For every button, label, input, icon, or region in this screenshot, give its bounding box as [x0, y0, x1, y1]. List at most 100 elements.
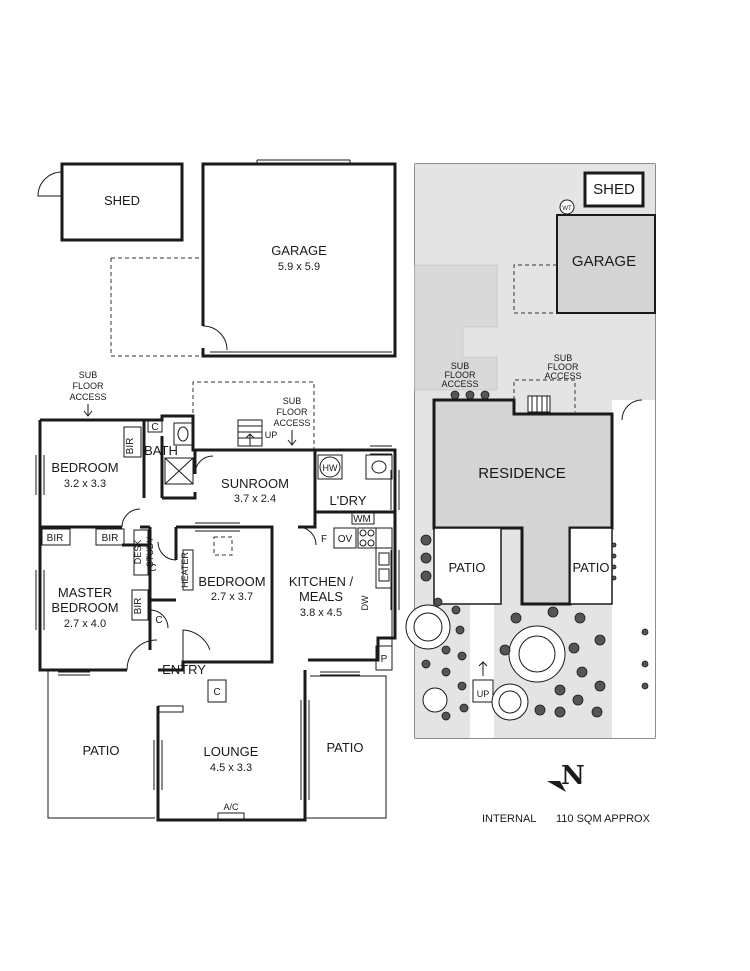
- laundry-label: L'DRY: [330, 493, 367, 508]
- lounge-label: LOUNGE: [204, 744, 259, 759]
- site-subfloor-right-b: FLOOR: [547, 362, 579, 372]
- site-patio-right: [569, 527, 613, 605]
- desk-outline: [133, 529, 149, 576]
- site-garage-label: GARAGE: [572, 253, 636, 270]
- manhole-dashed: [213, 536, 233, 556]
- lounge-dims: 4.5 x 3.3: [210, 762, 252, 774]
- sunroom-steps: [237, 419, 263, 447]
- subfloor-arrow-1: [83, 404, 93, 417]
- shed-outline: [37, 162, 184, 242]
- bedroom1-dims: 3.2 x 3.3: [64, 478, 106, 490]
- closet-label-entry: C: [213, 687, 220, 698]
- windows: [35, 445, 400, 630]
- door-swings: [121, 455, 317, 671]
- sunroom-dims: 3.7 x 2.4: [234, 493, 276, 505]
- patio-left-window: [58, 671, 90, 676]
- site-deck-dashed: [513, 379, 576, 412]
- internal-label: INTERNAL: [482, 813, 536, 825]
- hot-water-label: HW: [323, 463, 338, 473]
- bath-fixtures: [147, 419, 194, 485]
- kitchen-dims: 3.8 x 4.5: [300, 607, 342, 619]
- site-steps: [527, 395, 551, 413]
- subfloor-access-label-1b: FLOOR: [72, 381, 104, 391]
- bir-label-1: BIR: [125, 438, 136, 455]
- patio-left-outline: [47, 669, 155, 819]
- garage-dims: 5.9 x 5.9: [278, 261, 320, 273]
- ac-label: A/C: [223, 802, 239, 812]
- site-carport-dashed: [513, 264, 557, 314]
- dishwasher-label: DW: [360, 595, 370, 610]
- site-shed: [583, 171, 645, 208]
- closet-label-study: C: [149, 563, 156, 574]
- oven-label: OV: [338, 534, 353, 545]
- site-trees: [405, 604, 566, 721]
- site-up-label: UP: [477, 689, 490, 699]
- subfloor-access-label-1a: SUB: [79, 370, 98, 380]
- laundry-fixtures: [317, 454, 393, 525]
- site-garage: [556, 214, 656, 314]
- site-front-steps: [472, 679, 494, 703]
- master-label-1: MASTER: [58, 585, 112, 600]
- north-arrow-icon: [547, 781, 566, 792]
- entry-label: ENTRY: [162, 662, 206, 677]
- site-patio-left: [433, 527, 502, 605]
- site-driveway-step: [414, 264, 498, 391]
- shed-label: SHED: [104, 193, 140, 208]
- master-dims: 2.7 x 4.0: [64, 618, 106, 630]
- site-patio-right-label: PATIO: [572, 560, 609, 575]
- sunroom-deck-dashed: [192, 381, 315, 452]
- patio-right-label: PATIO: [326, 740, 363, 755]
- entry-closet-edge: [158, 705, 184, 713]
- site-front-path: [470, 604, 494, 738]
- bir-label-4: BIR: [133, 598, 144, 615]
- subfloor-access-label-2b: FLOOR: [276, 407, 308, 417]
- patio-left-label: PATIO: [82, 743, 119, 758]
- site-subfloor-left-c: ACCESS: [441, 379, 478, 389]
- entry-closet: [207, 679, 227, 703]
- north-label: N: [561, 761, 585, 791]
- master-label-2: BEDROOM: [51, 600, 118, 615]
- site-side-path: [612, 400, 655, 738]
- washing-machine-label: WM: [353, 514, 371, 525]
- site-gate-arc: [621, 399, 643, 421]
- patio-right-outline: [305, 675, 387, 819]
- kitchen-label-2: MEALS: [299, 589, 343, 604]
- closet-label-master: C: [155, 615, 162, 626]
- kitchen-fixtures: [333, 527, 393, 671]
- pantry-label: P: [381, 654, 388, 665]
- ac-unit: [217, 812, 245, 820]
- area-label: 110 SQM APPROX: [556, 813, 651, 825]
- site-steps-treads: [531, 396, 548, 412]
- heater-label: HEATER: [180, 552, 190, 588]
- site-subfloor-left-a: SUB: [451, 361, 470, 371]
- lounge-walls: [156, 670, 307, 822]
- site-subfloor-right-a: SUB: [554, 353, 573, 363]
- subfloor-access-label-2c: ACCESS: [273, 418, 310, 428]
- patio-right-window: [320, 671, 360, 676]
- subfloor-access-label-2a: SUB: [283, 396, 302, 406]
- lounge-windows: [153, 700, 310, 800]
- site-subfloor-left-b: FLOOR: [444, 370, 476, 380]
- bir-label-3: BIR: [102, 533, 119, 544]
- sunroom-label: SUNROOM: [221, 476, 289, 491]
- site-patio-left-label: PATIO: [448, 560, 485, 575]
- site-up-arrow: [478, 661, 488, 676]
- kitchen-label-1: KITCHEN /: [289, 574, 354, 589]
- wt-label: WT: [562, 206, 572, 212]
- bedroom2-dims: 2.7 x 3.7: [211, 591, 253, 603]
- wardrobes: [41, 426, 149, 621]
- garage-outline: [110, 159, 397, 358]
- bedroom1-label: BEDROOM: [51, 460, 118, 475]
- subfloor-arrow-2: [287, 430, 297, 446]
- subfloor-access-label-1c: ACCESS: [69, 392, 106, 402]
- heater-outline: [182, 549, 194, 591]
- bedroom2-label: BEDROOM: [198, 574, 265, 589]
- garage-label: GARAGE: [271, 243, 327, 258]
- study-label: STUDY: [145, 537, 155, 568]
- site-residence-label: RESIDENCE: [478, 465, 566, 482]
- fridge-label: F: [321, 534, 327, 545]
- site-shrubs: [420, 390, 649, 721]
- site-subfloor-right-c: ACCESS: [544, 371, 581, 381]
- bir-label-2: BIR: [47, 533, 64, 544]
